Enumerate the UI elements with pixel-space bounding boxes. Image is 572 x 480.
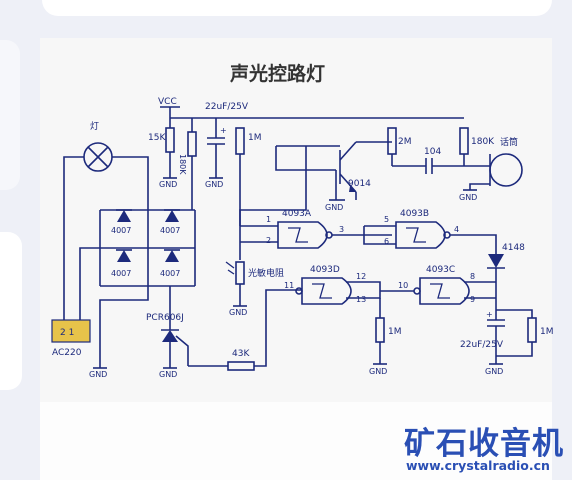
ac220-connector (51, 319, 91, 343)
gnd-scr: GND (159, 370, 177, 379)
microphone-label: 话筒 (500, 136, 518, 148)
resistor-43k (227, 361, 255, 371)
pin-5: 5 (384, 215, 389, 224)
gnd-cap-bottom: GND (485, 367, 503, 376)
ldr-light-arrows (225, 261, 235, 275)
gate-4093b (395, 221, 451, 249)
r-43k-label: 43K (232, 349, 250, 359)
r-180k-right-label: 180K (471, 137, 495, 147)
pin-6: 6 (384, 237, 389, 246)
ac220-label: AC220 (52, 348, 82, 358)
resistor-1m-mid (375, 317, 385, 343)
diode-4148 (487, 254, 505, 298)
r-180k-left-label: 180K (178, 154, 187, 175)
resistor-15k (165, 127, 175, 153)
diode-d3 (116, 249, 132, 262)
capacitor-top: + (207, 118, 227, 179)
r-1m-mid-label: 1M (388, 327, 402, 337)
r-1m-top-label: 1M (248, 133, 262, 143)
vcc-label: VCC (158, 97, 177, 107)
pin-1: 1 (266, 215, 271, 224)
resistor-180k-left (187, 131, 197, 157)
brand-name: 矿石收音机 (404, 426, 564, 462)
gate-4093c (413, 277, 470, 305)
wire-bridge-gnd (99, 286, 149, 368)
svg-text:+: + (486, 310, 493, 319)
diode-d1 (116, 209, 132, 222)
gnd-cap-top: GND (205, 180, 223, 189)
pin-10: 10 (398, 281, 408, 290)
cap-bottom-label: 22uF/25V (460, 340, 504, 350)
wire-bridge-ac (79, 247, 100, 322)
gate-d-label: 4093D (310, 265, 340, 275)
gnd-15k: GND (159, 180, 177, 189)
gate-4093d (295, 277, 352, 305)
gnd-ldr: GND (229, 308, 247, 317)
gnd-mic: GND (459, 193, 477, 202)
cap-top-label: 22uF/25V (205, 102, 249, 112)
diode-4148-label: 4148 (502, 243, 525, 253)
gnd-transistor: GND (325, 203, 343, 212)
resistor-1m-top (235, 127, 245, 155)
r-2m-label: 2M (398, 137, 412, 147)
bridge-d1-label: 4007 (111, 226, 131, 235)
lamp-symbol (83, 142, 113, 172)
gate-a-label: 4093A (282, 209, 312, 219)
ldr-label: 光敏电阻 (248, 267, 284, 279)
gate-c-label: 4093C (426, 265, 455, 275)
background-card-top (42, 0, 552, 16)
wire-43k-gate-d (254, 289, 302, 367)
resistor-2m (387, 127, 397, 155)
diagram-title: 声光控路灯 (229, 62, 325, 85)
svg-text:+: + (220, 126, 227, 135)
wire-transistor-base (275, 146, 336, 171)
diode-d4 (164, 249, 180, 262)
r-15k-label: 15K (148, 133, 166, 143)
pin-13: 13 (356, 295, 366, 304)
gnd-bridge: GND (89, 370, 107, 379)
diode-d2 (164, 209, 180, 222)
gate-b-label: 4093B (400, 209, 429, 219)
capacitor-bottom: + (486, 310, 505, 364)
pin-3: 3 (339, 225, 344, 234)
wire-lamp-right (112, 156, 149, 210)
gate-4093a (277, 221, 333, 249)
scr-pcr606j (161, 286, 189, 369)
ldr-resistor (235, 261, 245, 285)
pin-2: 2 (266, 236, 271, 245)
bottom-band (40, 402, 552, 480)
bridge-d3-label: 4007 (111, 269, 131, 278)
gnd-1m-mid: GND (369, 367, 387, 376)
ac-pins-label: 2 1 (60, 328, 74, 338)
wire-lamp-left (63, 156, 84, 322)
resistor-180k-right (459, 127, 469, 155)
background-card-left-top (0, 40, 20, 190)
transistor-label: 9014 (348, 179, 371, 189)
pin-4: 4 (454, 225, 459, 234)
bridge-d4-label: 4007 (160, 269, 180, 278)
bridge-d2-label: 4007 (160, 226, 180, 235)
lamp-label: 灯 (90, 121, 99, 132)
scr-label: PCR606J (146, 313, 184, 323)
transistor-9014 (276, 141, 392, 200)
wire-collector-gate-a (239, 146, 307, 226)
r-1m-right-label: 1M (540, 327, 554, 337)
microphone-symbol (489, 153, 523, 187)
cap-104-label: 104 (424, 147, 441, 157)
pin-8: 8 (470, 272, 475, 281)
pin-11: 11 (284, 281, 294, 290)
pin-12: 12 (356, 272, 366, 281)
brand-url[interactable]: www.crystalradio.cn (406, 458, 550, 473)
resistor-1m-right (527, 317, 537, 343)
background-card-left (0, 232, 22, 390)
pin-9: 9 (470, 295, 475, 304)
